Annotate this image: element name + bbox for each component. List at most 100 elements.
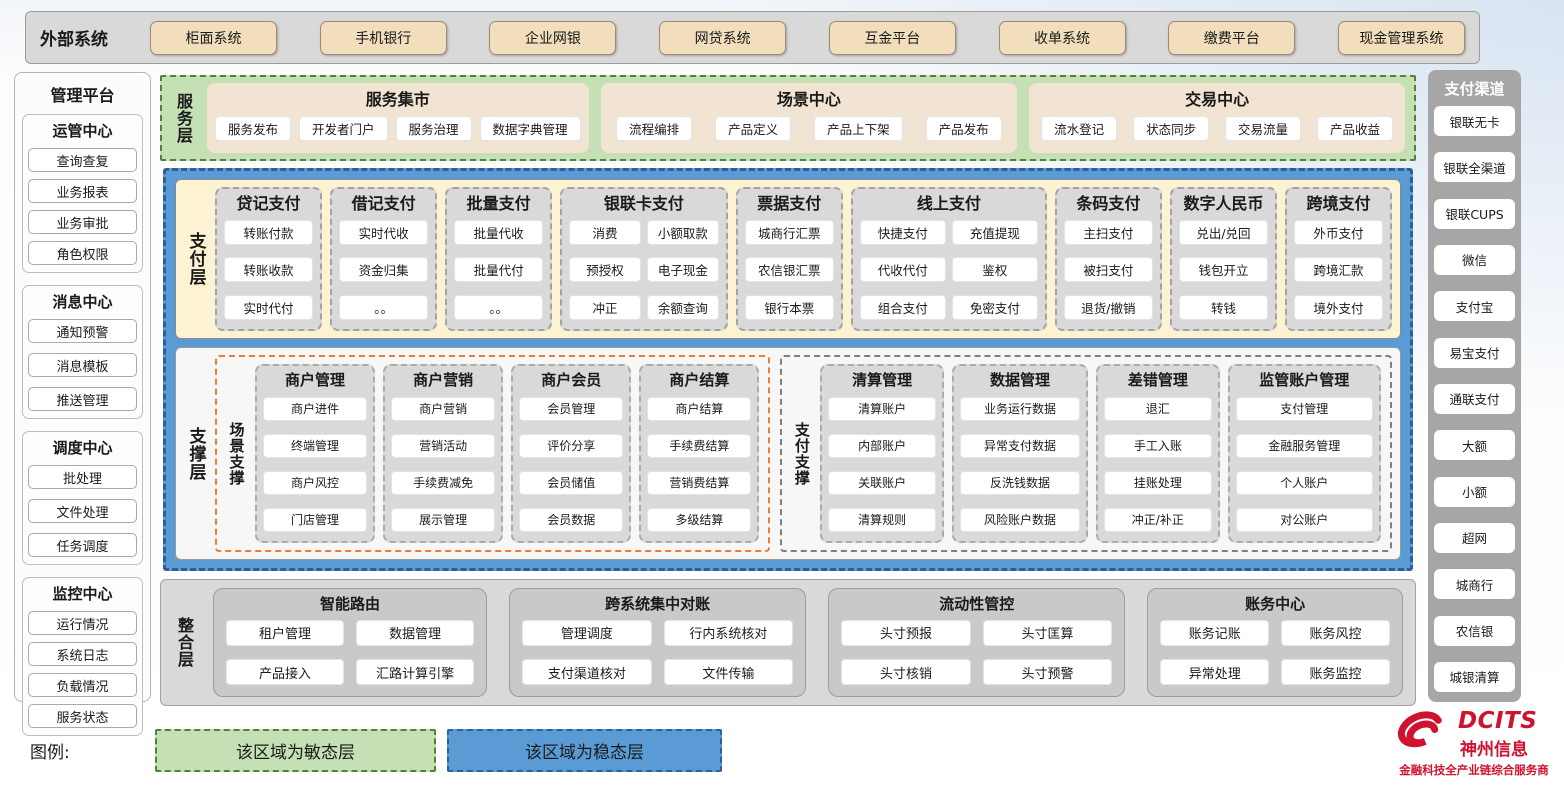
payment-function-button[interactable]: 被扫支付	[1064, 257, 1153, 282]
payment-function-button[interactable]: 钱包开立	[1179, 257, 1268, 282]
integration-function-button[interactable]: 异常处理	[1160, 659, 1269, 685]
management-function-button[interactable]: 业务报表	[28, 179, 137, 203]
support-function-button[interactable]: 门店管理	[263, 508, 367, 532]
payment-function-button[interactable]: 银行本票	[745, 295, 834, 320]
service-function-button[interactable]: 服务发布	[215, 116, 291, 141]
integration-function-button[interactable]: 数据管理	[356, 620, 474, 646]
payment-function-button[interactable]: 跨境汇款	[1294, 257, 1383, 282]
payment-function-button[interactable]: 转账付款	[224, 220, 313, 245]
payment-channel-button[interactable]: 微信	[1434, 245, 1515, 275]
payment-function-button[interactable]: 预授权	[569, 257, 641, 282]
support-function-button[interactable]: 营销活动	[391, 434, 495, 458]
payment-function-button[interactable]: 资金归集	[339, 257, 428, 282]
payment-channel-button[interactable]: 小额	[1434, 477, 1515, 507]
integration-function-button[interactable]: 账务风控	[1281, 620, 1390, 646]
service-function-button[interactable]: 产品发布	[926, 116, 1002, 141]
payment-function-button[interactable]: 组合支付	[860, 295, 946, 320]
support-function-button[interactable]: 个人账户	[1236, 471, 1373, 495]
payment-function-button[interactable]: 批量代收	[454, 220, 543, 245]
service-function-button[interactable]: 产品收益	[1317, 116, 1393, 141]
payment-function-button[interactable]: 代收代付	[860, 257, 946, 282]
support-function-button[interactable]: 手续费减免	[391, 471, 495, 495]
external-system-button[interactable]: 缴费平台	[1168, 21, 1295, 55]
payment-function-button[interactable]: 批量代付	[454, 257, 543, 282]
payment-channel-button[interactable]: 银联全渠道	[1434, 152, 1515, 182]
service-function-button[interactable]: 产品定义	[715, 116, 791, 141]
support-function-button[interactable]: 内部账户	[828, 434, 935, 458]
external-system-button[interactable]: 柜面系统	[150, 21, 277, 55]
payment-function-button[interactable]: 。。	[339, 295, 428, 320]
support-function-button[interactable]: 异常支付数据	[960, 434, 1080, 458]
external-system-button[interactable]: 企业网银	[489, 21, 616, 55]
payment-channel-button[interactable]: 农信银	[1434, 616, 1515, 646]
payment-channel-button[interactable]: 城商行	[1434, 569, 1515, 599]
integration-function-button[interactable]: 租户管理	[226, 620, 344, 646]
management-function-button[interactable]: 系统日志	[28, 642, 137, 666]
support-function-button[interactable]: 会员储值	[519, 471, 623, 495]
external-system-button[interactable]: 收单系统	[999, 21, 1126, 55]
external-system-button[interactable]: 互金平台	[829, 21, 956, 55]
integration-function-button[interactable]: 头寸预警	[983, 659, 1113, 685]
payment-function-button[interactable]: 快捷支付	[860, 220, 946, 245]
payment-channel-button[interactable]: 大额	[1434, 430, 1515, 460]
support-function-button[interactable]: 冲正/补正	[1104, 508, 1211, 532]
payment-function-button[interactable]: 冲正	[569, 295, 641, 320]
payment-function-button[interactable]: 转钱	[1179, 295, 1268, 320]
support-function-button[interactable]: 金融服务管理	[1236, 434, 1373, 458]
integration-function-button[interactable]: 汇路计算引擎	[356, 659, 474, 685]
management-function-button[interactable]: 文件处理	[28, 499, 137, 523]
management-function-button[interactable]: 负载情况	[28, 673, 137, 697]
payment-function-button[interactable]: 免密支付	[952, 295, 1038, 320]
integration-function-button[interactable]: 支付渠道核对	[522, 659, 652, 685]
support-function-button[interactable]: 评价分享	[519, 434, 623, 458]
support-function-button[interactable]: 终端管理	[263, 434, 367, 458]
support-function-button[interactable]: 多级结算	[647, 508, 751, 532]
support-function-button[interactable]: 对公账户	[1236, 508, 1373, 532]
payment-function-button[interactable]: 。。	[454, 295, 543, 320]
payment-function-button[interactable]: 转账收款	[224, 257, 313, 282]
support-function-button[interactable]: 手工入账	[1104, 434, 1211, 458]
payment-function-button[interactable]: 余额查询	[647, 295, 719, 320]
support-function-button[interactable]: 风险账户数据	[960, 508, 1080, 532]
support-function-button[interactable]: 清算规则	[828, 508, 935, 532]
support-function-button[interactable]: 退汇	[1104, 397, 1211, 421]
service-function-button[interactable]: 产品上下架	[814, 116, 903, 141]
management-function-button[interactable]: 业务审批	[28, 210, 137, 234]
support-function-button[interactable]: 清算账户	[828, 397, 935, 421]
support-function-button[interactable]: 商户营销	[391, 397, 495, 421]
integration-function-button[interactable]: 产品接入	[226, 659, 344, 685]
payment-channel-button[interactable]: 通联支付	[1434, 384, 1515, 414]
external-system-button[interactable]: 网贷系统	[659, 21, 786, 55]
payment-channel-button[interactable]: 银联无卡	[1434, 106, 1515, 136]
payment-function-button[interactable]: 退货/撤销	[1064, 295, 1153, 320]
integration-function-button[interactable]: 账务记账	[1160, 620, 1269, 646]
integration-function-button[interactable]: 行内系统核对	[664, 620, 794, 646]
payment-function-button[interactable]: 充值提现	[952, 220, 1038, 245]
support-function-button[interactable]: 业务运行数据	[960, 397, 1080, 421]
support-function-button[interactable]: 会员数据	[519, 508, 623, 532]
support-function-button[interactable]: 会员管理	[519, 397, 623, 421]
payment-function-button[interactable]: 实时代收	[339, 220, 428, 245]
payment-channel-button[interactable]: 支付宝	[1434, 291, 1515, 321]
service-function-button[interactable]: 数据字典管理	[480, 116, 581, 141]
integration-function-button[interactable]: 文件传输	[664, 659, 794, 685]
payment-function-button[interactable]: 兑出/兑回	[1179, 220, 1268, 245]
management-function-button[interactable]: 运行情况	[28, 611, 137, 635]
integration-function-button[interactable]: 管理调度	[522, 620, 652, 646]
integration-function-button[interactable]: 头寸核销	[841, 659, 971, 685]
payment-channel-button[interactable]: 城银清算	[1434, 662, 1515, 692]
management-function-button[interactable]: 角色权限	[28, 241, 137, 265]
support-function-button[interactable]: 商户结算	[647, 397, 751, 421]
payment-channel-button[interactable]: 超网	[1434, 523, 1515, 553]
payment-function-button[interactable]: 主扫支付	[1064, 220, 1153, 245]
payment-function-button[interactable]: 外币支付	[1294, 220, 1383, 245]
management-function-button[interactable]: 通知预警	[28, 319, 137, 343]
integration-function-button[interactable]: 头寸匡算	[983, 620, 1113, 646]
management-function-button[interactable]: 推送管理	[28, 387, 137, 411]
payment-function-button[interactable]: 电子现金	[647, 257, 719, 282]
management-function-button[interactable]: 查询查复	[28, 148, 137, 172]
management-function-button[interactable]: 服务状态	[28, 704, 137, 728]
support-function-button[interactable]: 挂账处理	[1104, 471, 1211, 495]
support-function-button[interactable]: 支付管理	[1236, 397, 1373, 421]
payment-function-button[interactable]: 城商行汇票	[745, 220, 834, 245]
